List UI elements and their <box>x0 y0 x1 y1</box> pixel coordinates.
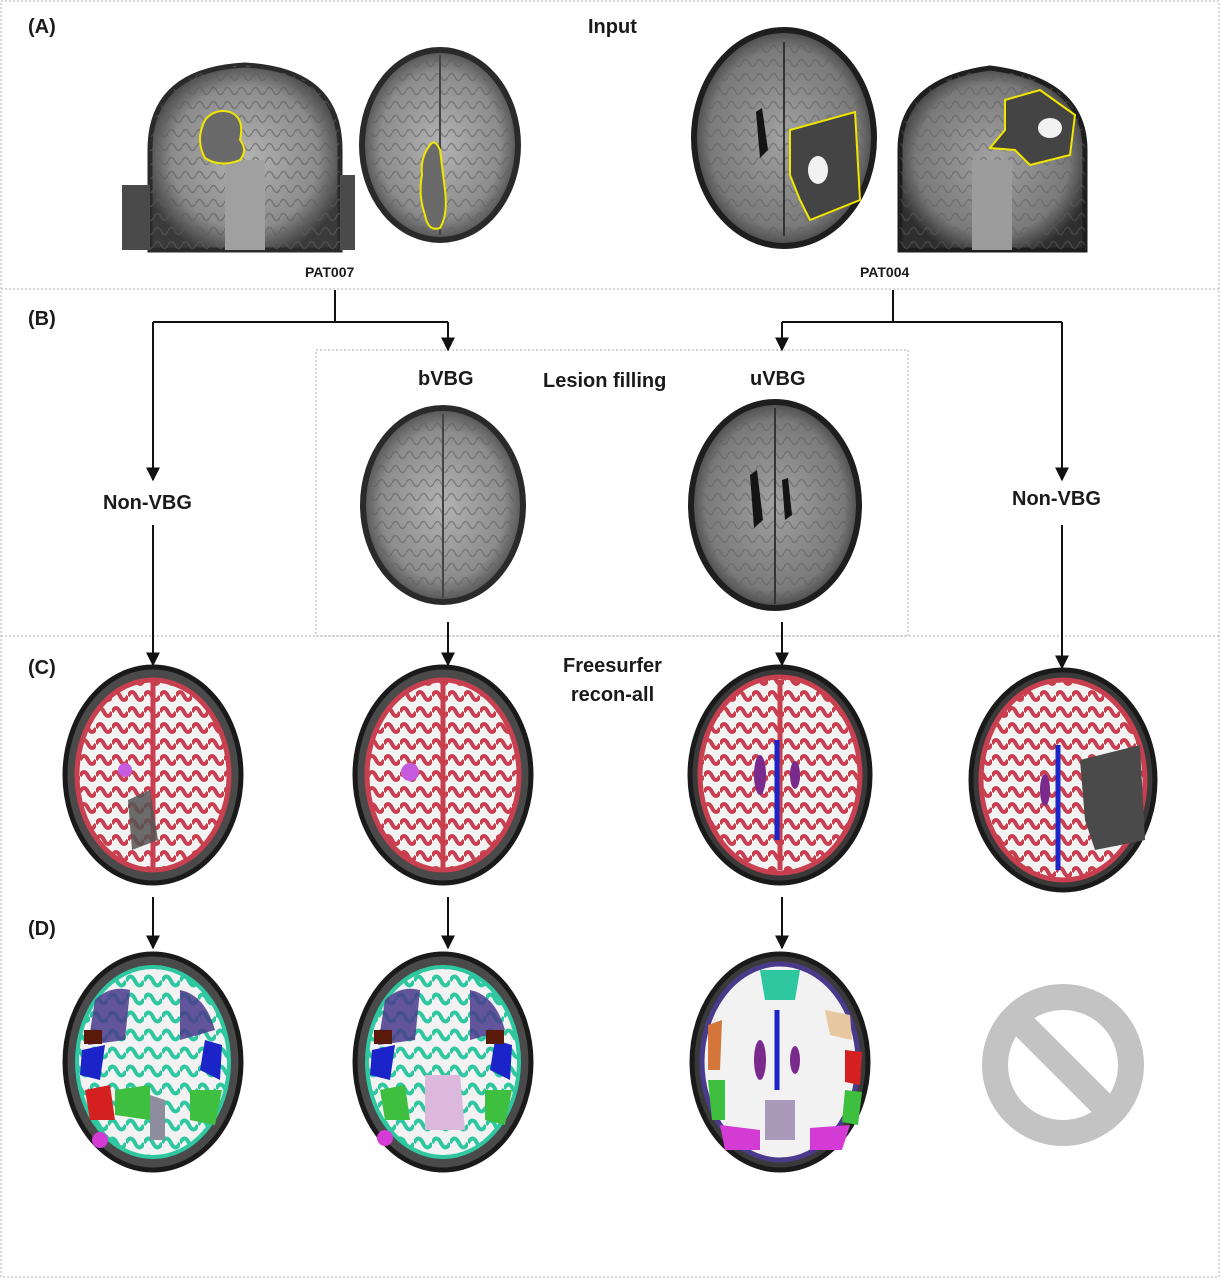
panel-label-c: (C) <box>28 657 56 679</box>
bvbg-label: bVBG <box>418 368 474 390</box>
pat004-axial-mri <box>691 27 877 249</box>
pat004-nonvbg-segmentation <box>968 667 1158 893</box>
panel-label-a: (A) <box>28 16 56 38</box>
pat007-axial-mri <box>359 47 521 243</box>
bvbg-parcellation <box>352 951 534 1173</box>
patient-label-pat007: PAT007 <box>305 264 355 280</box>
bvbg-segmentation <box>352 664 534 886</box>
uvbg-parcellation <box>689 951 871 1173</box>
freesurfer-label-line2: recon-all <box>570 684 655 706</box>
uvbg-segmentation <box>687 664 873 886</box>
patient-label-pat004: PAT004 <box>860 264 910 280</box>
pat004-branch-arrows <box>775 290 1069 482</box>
b-to-c-arrows <box>146 525 1069 670</box>
pat007-coronal-mri <box>122 62 355 253</box>
lesion-filling-label: Lesion filling <box>543 370 667 392</box>
non-vbg-label-right: Non-VBG <box>1012 488 1101 510</box>
pat007-nonvbg-segmentation <box>62 664 244 886</box>
prohibition-icon <box>982 984 1144 1146</box>
c-to-d-arrows <box>146 897 789 950</box>
freesurfer-label-line1: Freesurfer <box>563 655 662 677</box>
pat007-branch-arrows <box>146 290 455 482</box>
uvbg-filled-mri <box>688 399 862 611</box>
panel-label-d: (D) <box>28 918 56 940</box>
non-vbg-label-left: Non-VBG <box>103 492 192 514</box>
input-title: Input <box>588 16 637 38</box>
lesion-filling-box <box>315 349 909 637</box>
bvbg-filled-mri <box>360 405 526 605</box>
panel-label-b: (B) <box>28 308 56 330</box>
uvbg-label: uVBG <box>750 368 806 390</box>
pat007-nonvbg-parcellation <box>62 951 244 1173</box>
pat004-coronal-mri <box>897 65 1088 253</box>
